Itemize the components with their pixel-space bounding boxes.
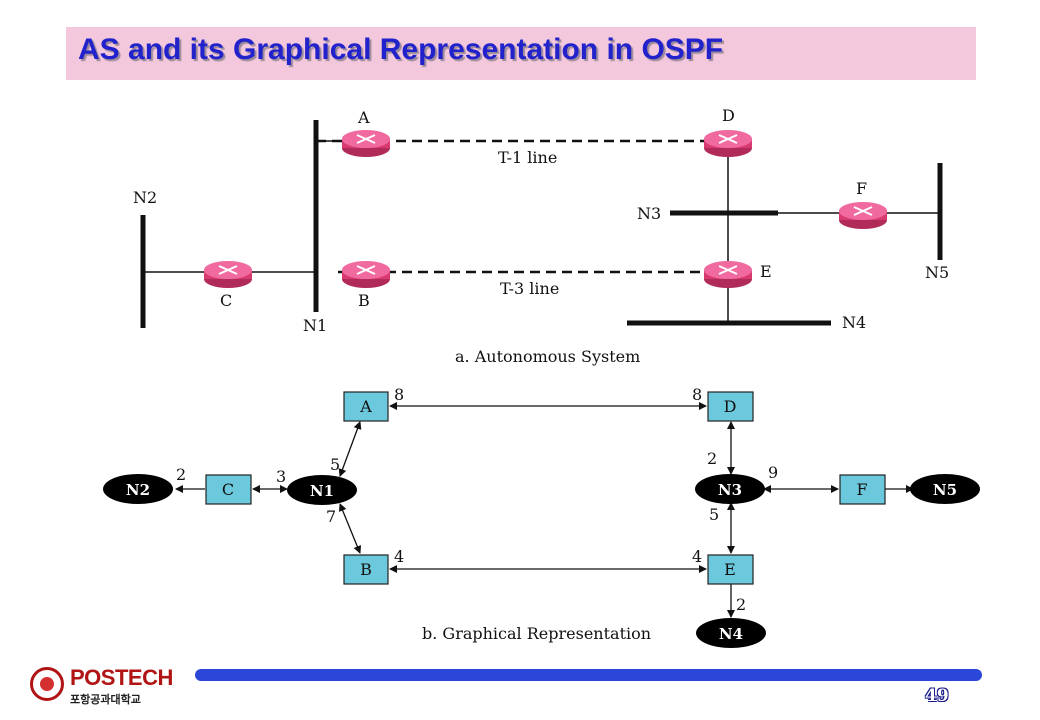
router-b-icon xyxy=(341,260,391,289)
cost-e-to-n4: 2 xyxy=(736,595,746,614)
cost-d-to-n3: 2 xyxy=(707,449,717,468)
svg-text:A: A xyxy=(359,397,372,416)
label-a: A xyxy=(357,108,370,127)
cost-n1-to-b: 7 xyxy=(326,507,336,526)
label-b: B xyxy=(358,291,370,310)
label-n3: N3 xyxy=(637,204,661,223)
svg-text:N2: N2 xyxy=(126,481,150,499)
svg-text:N1: N1 xyxy=(310,482,334,500)
cost-d-to-a: 8 xyxy=(692,385,702,404)
router-a-icon xyxy=(341,129,391,158)
cost-a-to-d: 8 xyxy=(394,385,404,404)
label-n2: N2 xyxy=(133,188,157,207)
label-t1: T-1 line xyxy=(498,148,557,167)
label-t3: T-3 line xyxy=(500,279,559,298)
cost-e-to-n3: 5 xyxy=(709,505,719,524)
arrow-n1-b xyxy=(338,503,362,554)
box-e: E xyxy=(707,554,754,585)
logo-emblem xyxy=(30,667,64,701)
cost-n1-to-c: 3 xyxy=(276,467,286,486)
node-n4: N4 xyxy=(696,618,766,648)
title-bar: AS and its Graphical Representation in O… xyxy=(66,27,976,80)
cost-e-to-b: 4 xyxy=(692,547,702,566)
node-n5: N5 xyxy=(910,474,980,504)
caption-a: a. Autonomous System xyxy=(455,347,640,366)
box-d: D xyxy=(707,391,754,422)
label-n5: N5 xyxy=(925,263,949,282)
cost-c-to-n2: 2 xyxy=(176,465,186,484)
label-d: D xyxy=(722,106,735,125)
node-n2: N2 xyxy=(103,474,173,504)
box-f: F xyxy=(839,474,886,505)
footer-bar xyxy=(195,669,982,681)
router-e-icon xyxy=(703,260,753,289)
logo-subtitle: 포항공과대학교 xyxy=(70,693,141,706)
box-c: C xyxy=(205,474,252,505)
caption-b: b. Graphical Representation xyxy=(422,624,651,643)
svg-text:B: B xyxy=(360,560,372,579)
node-n1: N1 xyxy=(287,475,357,505)
router-d-icon xyxy=(703,129,753,158)
label-e: E xyxy=(760,262,772,281)
page-title: AS and its Graphical Representation in O… xyxy=(78,33,724,66)
svg-text:E: E xyxy=(724,560,736,579)
cost-n1-to-a: 5 xyxy=(330,455,340,474)
cost-b-to-e: 4 xyxy=(394,547,404,566)
box-a: A xyxy=(343,391,389,422)
arrow-n1-a xyxy=(338,421,362,477)
page-number: 49 xyxy=(925,686,949,706)
router-f-icon xyxy=(838,201,888,230)
router-c-icon xyxy=(203,260,253,289)
box-b: B xyxy=(343,554,389,585)
label-f: F xyxy=(856,179,867,198)
svg-text:C: C xyxy=(222,480,234,499)
node-n3: N3 xyxy=(695,474,765,504)
postech-logo-icon: POSTECH 포항공과대학교 xyxy=(30,665,180,710)
cost-n3-to-f: 9 xyxy=(768,463,778,482)
svg-text:D: D xyxy=(724,397,737,416)
label-c: C xyxy=(220,291,232,310)
svg-text:F: F xyxy=(856,480,867,499)
label-n4: N4 xyxy=(842,313,866,332)
logo-name: POSTECH xyxy=(70,665,173,690)
svg-text:N4: N4 xyxy=(719,625,743,643)
svg-text:N3: N3 xyxy=(718,481,742,499)
svg-text:N5: N5 xyxy=(933,481,957,499)
label-n1: N1 xyxy=(303,316,327,335)
